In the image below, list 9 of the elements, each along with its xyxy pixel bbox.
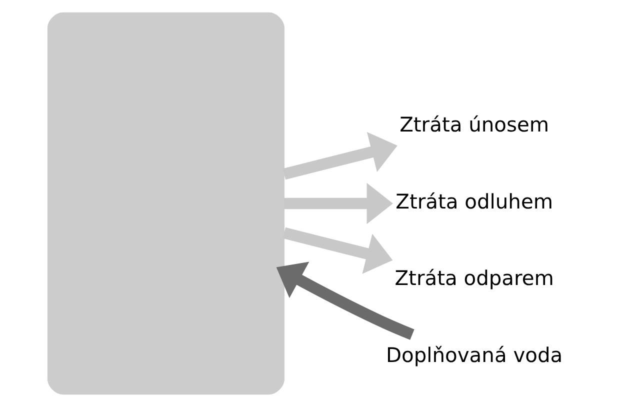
node-text: Ztráta odluhem [396, 189, 553, 214]
arrow [282, 227, 393, 274]
arrow [276, 262, 414, 340]
arrow [282, 132, 398, 180]
node-text: Ztráta odparem [394, 266, 554, 290]
node-box [47, 12, 285, 395]
node-text: Doplňovaná voda [386, 343, 563, 368]
arrow [284, 182, 393, 224]
node-text: Ztráta únosem [400, 112, 550, 136]
